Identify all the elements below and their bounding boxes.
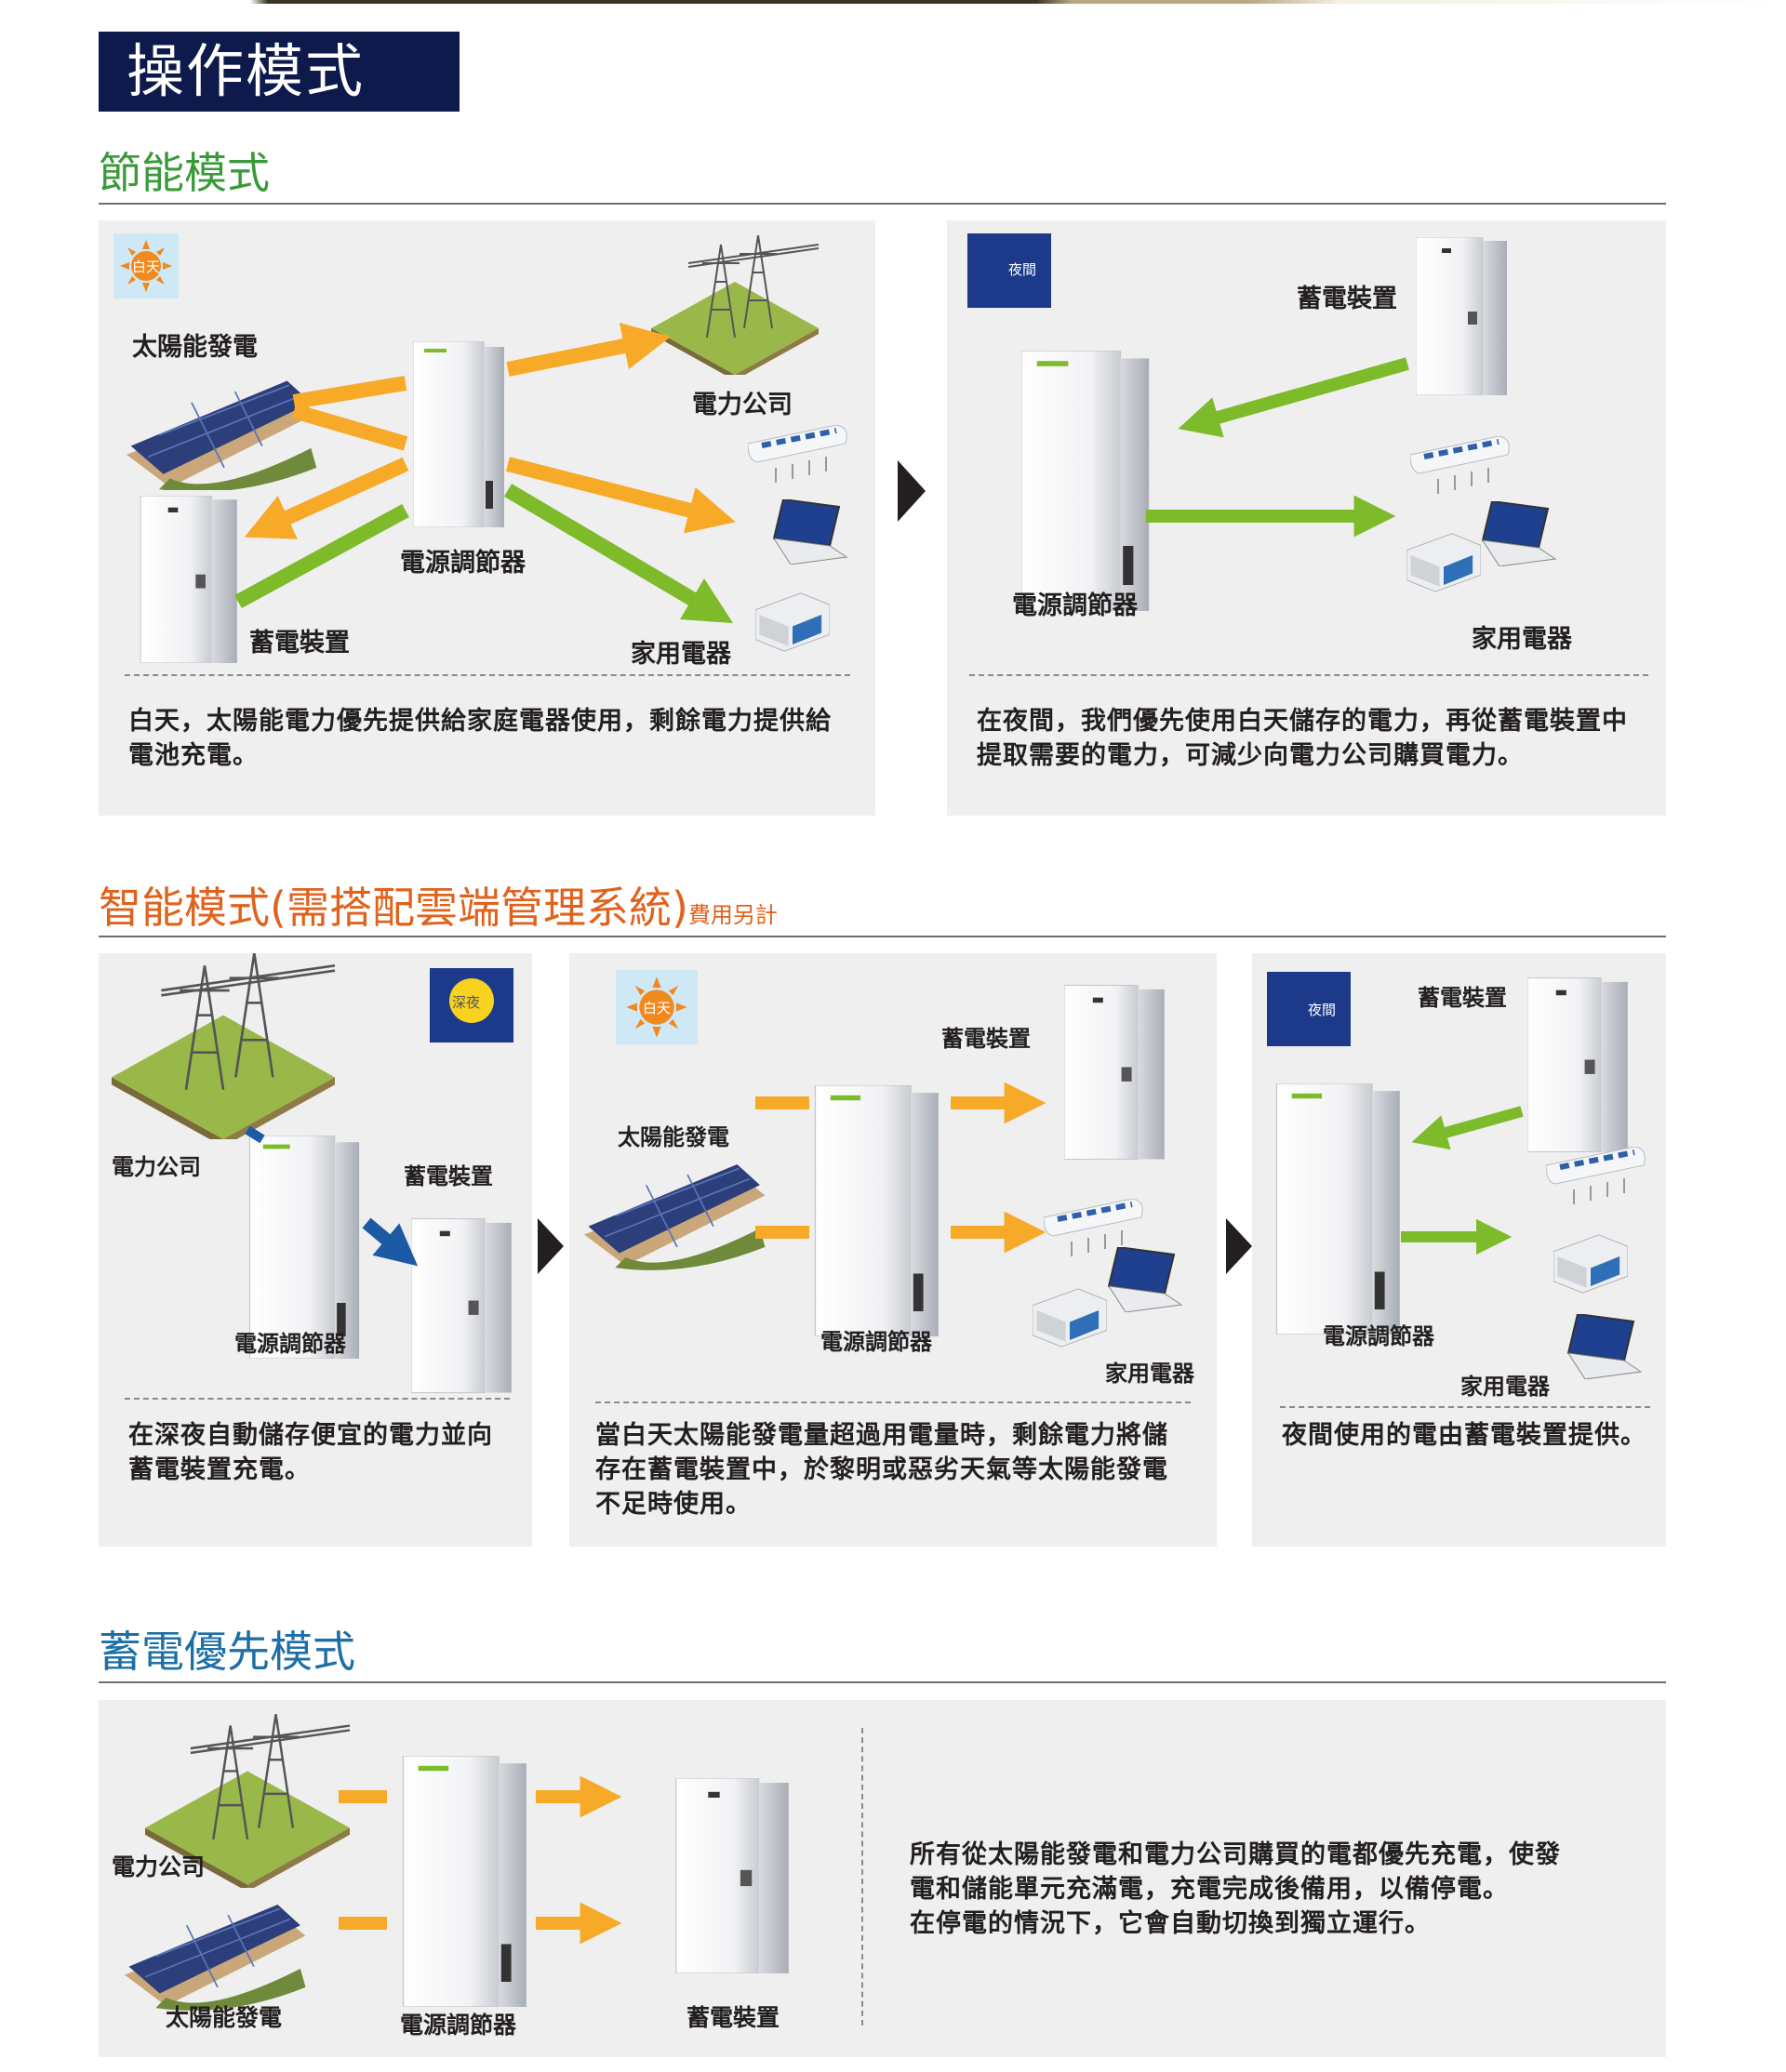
label-battery: 蓄電裝置: [404, 1163, 493, 1189]
label-appliances: 家用電器: [1472, 625, 1572, 654]
section-rule: [99, 1681, 1666, 1683]
divider: [595, 1401, 1191, 1403]
arrow-battery-to-controller: [1411, 1106, 1524, 1150]
badge-day: 白天: [113, 233, 179, 299]
badge-night: 夜間: [1267, 972, 1351, 1046]
badge-night: 夜間: [967, 233, 1051, 308]
section-title-storage-priority: 蓄電優先模式: [99, 1627, 355, 1677]
arrow-controller-to-battery: [362, 1217, 419, 1267]
label-battery: 蓄電裝置: [1297, 285, 1397, 313]
flow-arrows: [234, 322, 736, 624]
label-grid: 電力公司: [112, 1154, 201, 1180]
label-controller: 電源調節器: [234, 1331, 346, 1357]
description: 在夜間，我們優先使用白天儲存的電力，再從蓄電裝置中 提取需要的電力，可減少向電力…: [977, 707, 1628, 770]
flow-arrows: [339, 1775, 622, 1945]
top-decor-bar: [0, 0, 1786, 4]
description: 夜間使用的電由蓄電裝置提供。: [1282, 1421, 1646, 1450]
divider: [1280, 1406, 1650, 1408]
label-controller: 電源調節器: [820, 1329, 932, 1355]
label-controller: 電源調節器: [400, 2012, 517, 2039]
arrow-grid-to-controller: [245, 1125, 265, 1144]
divider: [125, 674, 850, 676]
arrow-solar-to-controller-2: [291, 404, 408, 451]
label-controller: 電源調節器: [400, 549, 526, 578]
label-appliances: 家用電器: [631, 640, 731, 669]
label-grid: 電力公司: [112, 1853, 206, 1880]
arrow-battery-to-controller: [1178, 357, 1409, 438]
flow-arrows: [1401, 1106, 1524, 1255]
badge-day: 白天: [616, 970, 698, 1044]
panel-saving-day: 白天 太陽能發電 電力公司 電源調節器 蓄電裝置 家用電器 白天，太陽能電力優先…: [99, 220, 875, 816]
section-title-smart: 智能模式(需搭配雲端管理系統)費用另計: [99, 883, 778, 933]
title-note: 費用另計: [687, 902, 778, 928]
flow-arrows: [1146, 357, 1409, 538]
badge-midnight: 深夜: [430, 968, 513, 1043]
label-battery: 蓄電裝置: [249, 629, 350, 657]
next-step-arrow: [1226, 1218, 1252, 1274]
label-solar: 太陽能發電: [132, 333, 258, 362]
divider: [125, 1398, 510, 1400]
label-solar: 太陽能發電: [166, 2004, 283, 2031]
panel-storage-priority: 電力公司 太陽能發電 電源調節器 蓄電裝置 所有從太陽能發電和電力公司購買的電都…: [99, 1700, 1666, 2057]
label-solar: 太陽能發電: [618, 1124, 729, 1150]
label-grid: 電力公司: [692, 391, 793, 419]
description: 所有從太陽能發電和電力公司購買的電都優先充電，使發 電和儲能單元充滿電，充電完成…: [910, 1840, 1561, 1938]
panel-smart-day: 白天 蓄電裝置 太陽能發電 電源調節器 家用電器 當白天太陽能發電量超過用電量時…: [569, 953, 1217, 1547]
panel-saving-night: 夜間 蓄電裝置 電源調節器 家用電器 在夜間，我們優先使用白天儲存的電力，再從蓄…: [947, 220, 1666, 816]
arrow-battery-to-appliances: [503, 484, 734, 624]
label-battery: 蓄電裝置: [1418, 985, 1507, 1011]
label-appliances: 家用電器: [1105, 1361, 1194, 1387]
description: 白天，太陽能電力優先提供給家庭電器使用，剩餘電力提供給 電池充電。: [128, 707, 832, 770]
arrow-controller-to-battery: [244, 457, 409, 539]
description: 當白天太陽能發電量超過用電量時，剩餘電力將儲 存在蓄電裝置中，於黎明或惡劣天氣等…: [595, 1421, 1168, 1519]
moon-full-icon: [449, 978, 494, 1023]
label-appliances: 家用電器: [1460, 1374, 1550, 1400]
label-controller: 電源調節器: [1323, 1323, 1434, 1349]
label-battery: 蓄電裝置: [941, 1026, 1031, 1052]
page-title: 操作模式: [99, 32, 460, 112]
label-controller: 電源調節器: [1012, 591, 1138, 620]
panel-smart-midnight: 深夜 電力公司 蓄電裝置 電源調節器 在深夜自動儲存便宜的電力並向 蓄電裝置充電…: [99, 953, 532, 1547]
description: 在深夜自動儲存便宜的電力並向 蓄電裝置充電。: [128, 1421, 493, 1484]
arrow-controller-to-grid: [506, 322, 672, 377]
label-battery: 蓄電裝置: [686, 2004, 780, 2031]
section-rule: [99, 936, 1666, 937]
arrow-battery-link: [234, 503, 409, 609]
divider: [969, 674, 1648, 676]
vertical-divider: [861, 1728, 863, 2026]
section-title-energy-saving: 節能模式: [99, 148, 270, 198]
arrow-solar-to-controller: [292, 376, 407, 409]
next-step-arrow: [538, 1218, 564, 1274]
next-step-arrow: [898, 460, 926, 522]
flow-arrows: [245, 1125, 419, 1267]
section-rule: [99, 203, 1666, 205]
flow-arrows: [755, 1082, 1046, 1254]
panel-smart-night: 夜間 蓄電裝置 電源調節器 家用電器 夜間使用的電由蓄電裝置提供。: [1252, 953, 1666, 1547]
arrow-controller-to-appliances: [506, 457, 736, 534]
